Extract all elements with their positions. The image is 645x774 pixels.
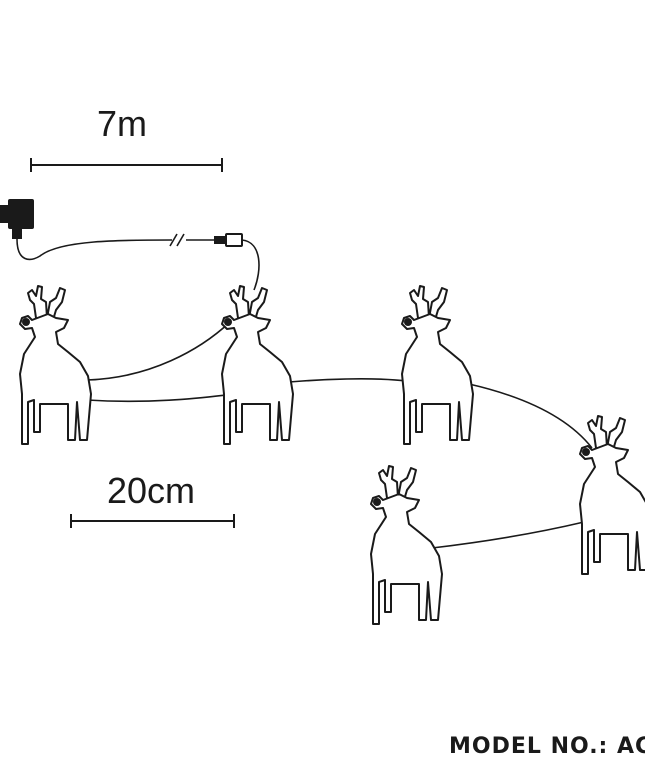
reindeer-icon [401, 285, 474, 445]
lead-cable [16, 233, 216, 261]
reindeer-icon [19, 285, 92, 445]
connecting-wires [86, 321, 593, 549]
cable-dimension-line [30, 158, 223, 172]
connector-icon [214, 233, 260, 291]
model-number-label: MODEL NO.: ACY [449, 734, 645, 759]
reindeer-icon [370, 465, 443, 625]
power-adapter-icon [0, 199, 34, 239]
reindeer-icon [579, 415, 645, 575]
cable-length-label: 7m [97, 103, 148, 144]
spacing-dimension-line [70, 514, 235, 528]
reindeer-icon [221, 285, 294, 445]
spacing-label: 20cm [107, 470, 196, 511]
